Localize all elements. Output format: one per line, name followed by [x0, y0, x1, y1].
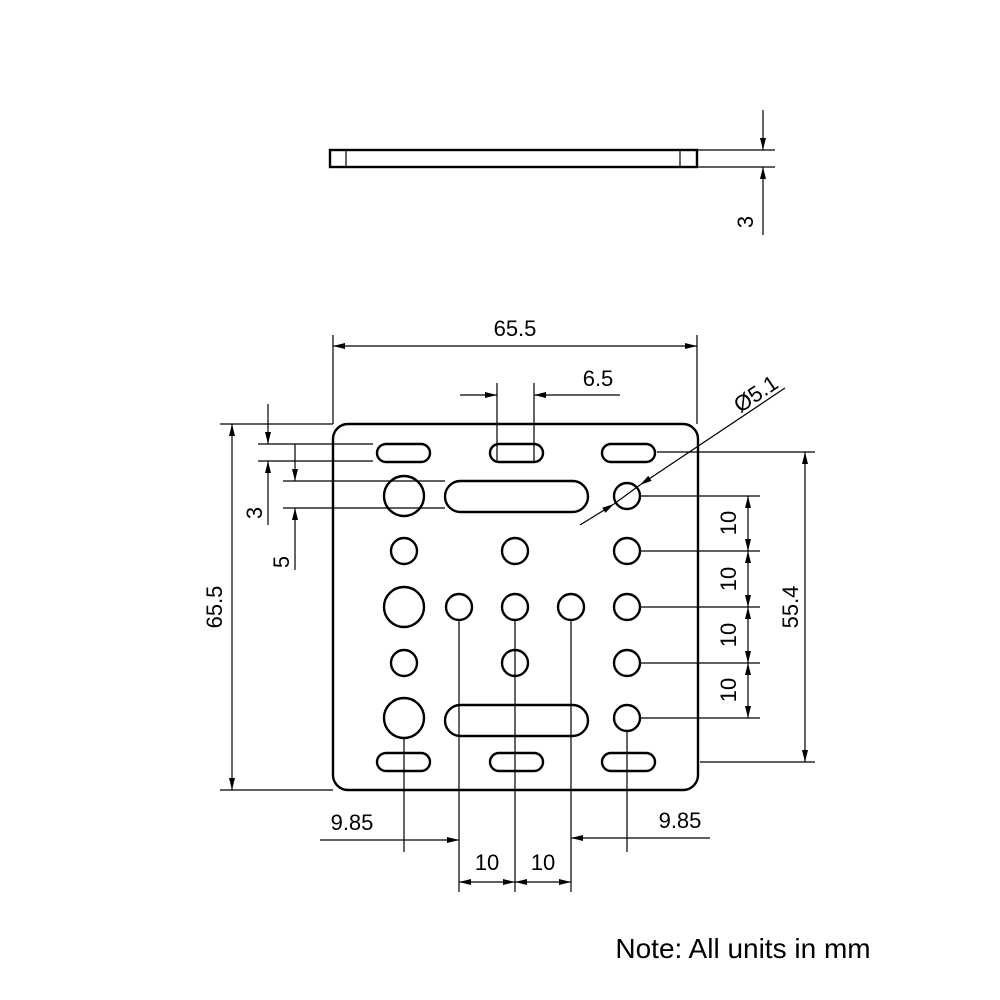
hole	[500, 592, 530, 622]
height-label: 65.5	[202, 586, 227, 629]
plate-side-outline	[328, 148, 699, 169]
width-dimension: 65.5	[332, 316, 698, 424]
side-view: 3	[328, 110, 775, 235]
large-hole	[382, 585, 426, 629]
width-label: 65.5	[494, 316, 537, 341]
long-slot	[443, 479, 590, 514]
hole	[612, 481, 642, 511]
hole	[612, 703, 642, 733]
pitch-label: 10	[716, 678, 741, 702]
slot	[488, 442, 545, 464]
hole	[556, 592, 586, 622]
long-slot	[443, 703, 590, 738]
thickness-label: 3	[733, 216, 758, 228]
hole	[612, 648, 642, 678]
edge-offset-right-label: 9.85	[659, 808, 702, 833]
slot	[488, 751, 545, 773]
slot-offset-label: 3	[242, 507, 267, 519]
hole-span-dimension: 55.4	[657, 451, 815, 763]
edge-offset-left-label: 9.85	[331, 810, 374, 835]
height-dimension: 65.5	[202, 423, 333, 791]
hole	[389, 536, 419, 566]
vertical-pitch-dimensions: 10 10 10 10	[640, 495, 760, 719]
pitch-label: 10	[531, 850, 555, 875]
large-slot-offset-dimension: 5	[269, 444, 445, 570]
bottom-dimensions: 9.85 9.85 10 10	[320, 620, 710, 892]
hole	[612, 536, 642, 566]
units-note: Note: All units in mm	[615, 933, 870, 964]
slot-width-dimension: 6.5	[460, 366, 620, 462]
diameter-dimension: Ø5.1	[579, 370, 786, 526]
hole	[444, 592, 474, 622]
slot-width-label: 6.5	[583, 366, 614, 391]
large-slot-offset-label: 5	[269, 556, 294, 568]
diameter-label: Ø5.1	[729, 370, 783, 417]
slot	[600, 442, 657, 464]
hole	[500, 536, 530, 566]
hole	[389, 648, 419, 678]
pitch-label: 10	[475, 850, 499, 875]
large-hole	[382, 696, 426, 740]
slot	[600, 751, 657, 773]
hole	[612, 592, 642, 622]
pitch-label: 10	[716, 511, 741, 535]
hole-span-label: 55.4	[778, 586, 803, 629]
large-hole	[382, 474, 426, 518]
pitch-label: 10	[716, 567, 741, 591]
slot	[375, 442, 432, 464]
slot-offset-dimension: 3	[242, 404, 373, 525]
pitch-label: 10	[716, 623, 741, 647]
